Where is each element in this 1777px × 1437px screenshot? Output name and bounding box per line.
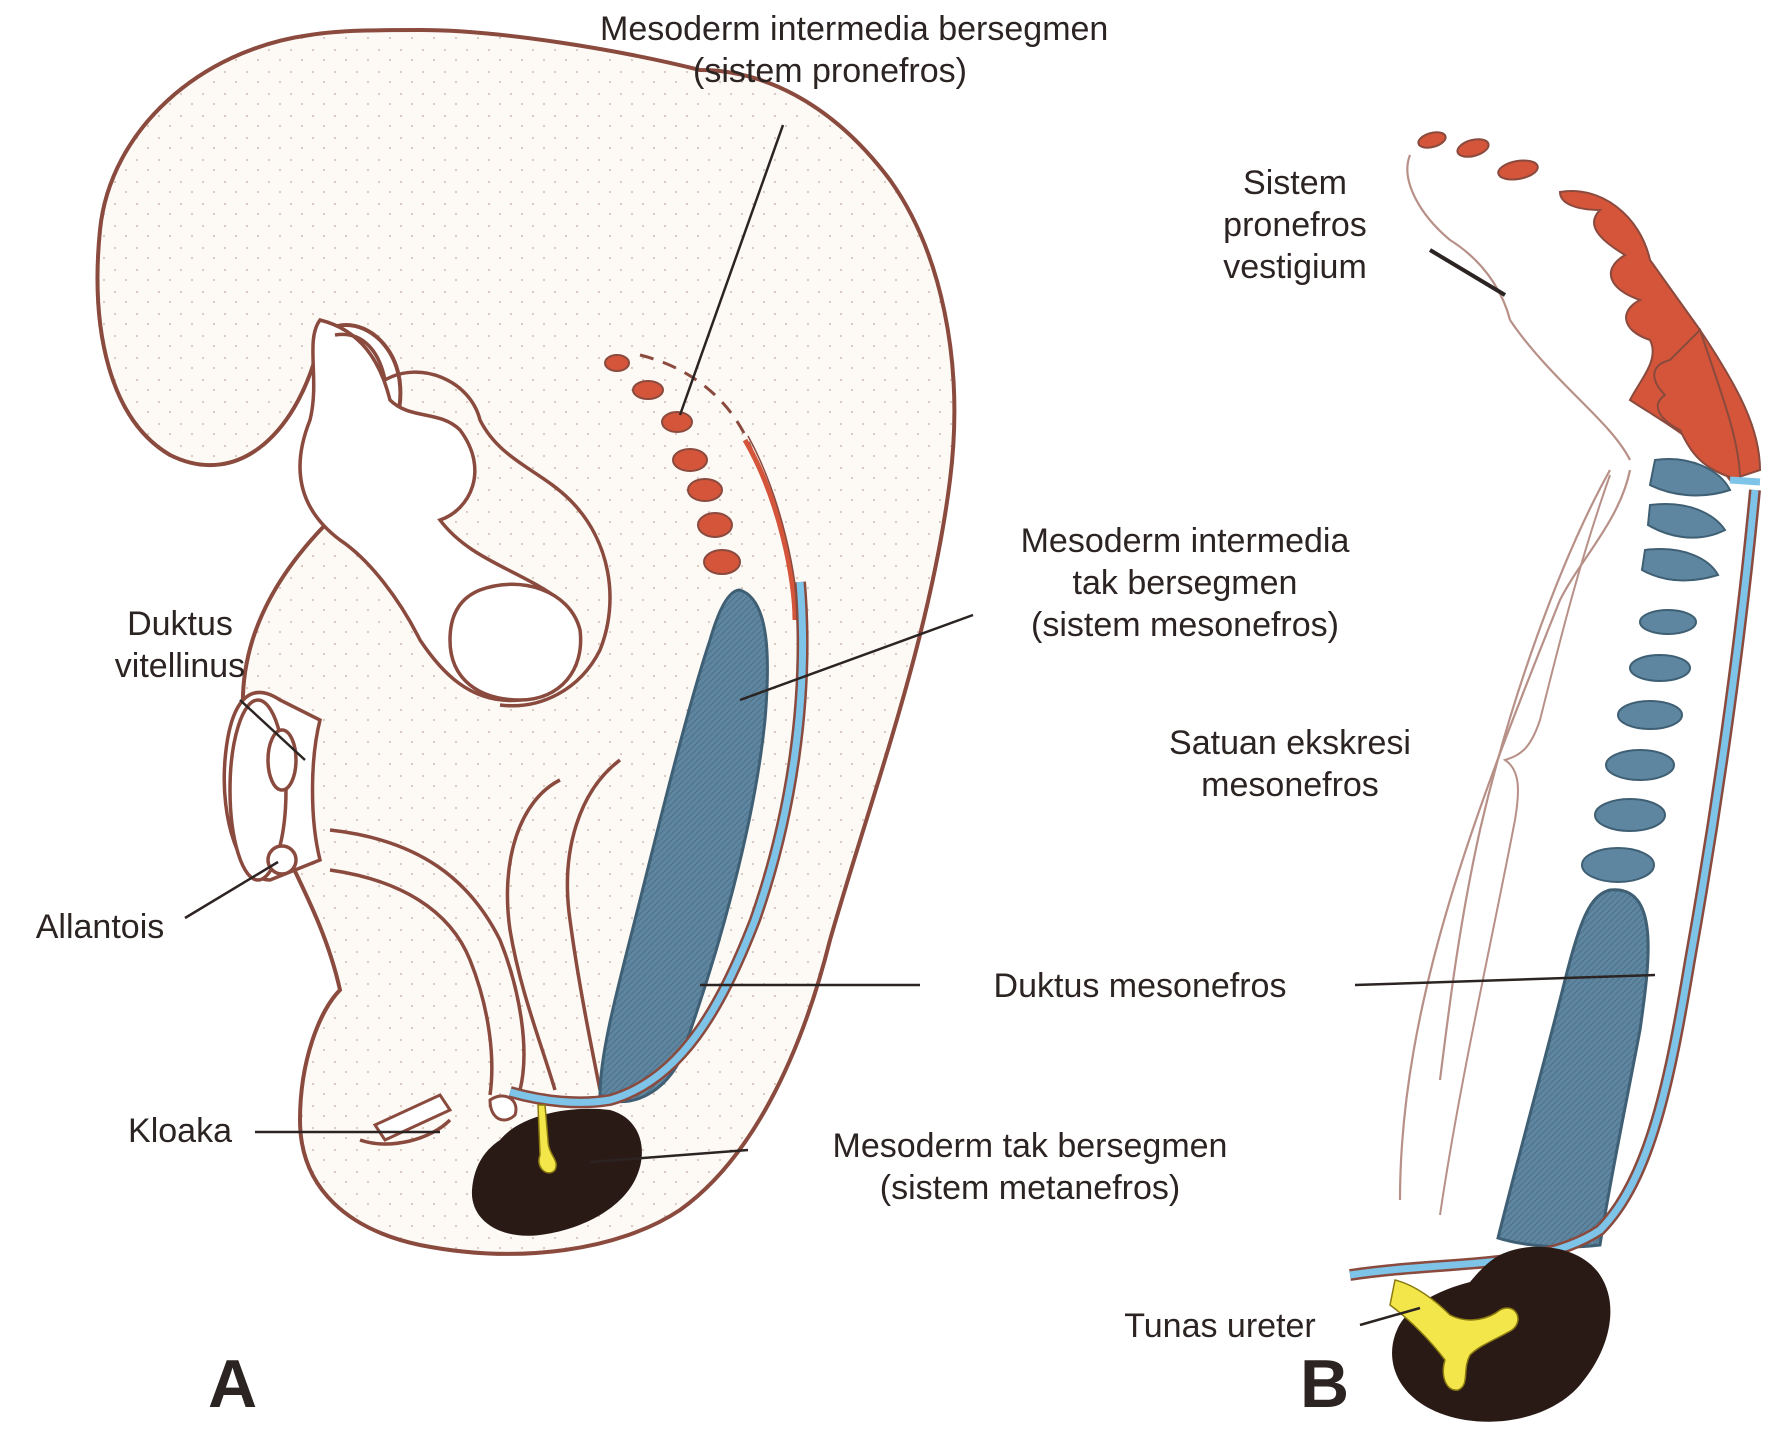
label-kloaka: Kloaka <box>100 1110 260 1152</box>
label-line: (sistem metanefros) <box>800 1167 1260 1209</box>
label-satuan-ekskresi: Satuan ekskresi mesonefros <box>1140 722 1440 806</box>
yolk-stalk <box>224 693 320 881</box>
vestigium-leader-stub <box>1430 250 1505 295</box>
label-duktus-vitellinus: Duktus vitellinus <box>60 603 300 687</box>
label-mesonefros-unsegmented: Mesoderm intermedia tak bersegmen (siste… <box>965 520 1405 646</box>
label-duktus-mesonefros: Duktus mesonefros <box>930 965 1350 1007</box>
label-metanefros: Mesoderm tak bersegmen (sistem metanefro… <box>800 1125 1260 1209</box>
label-line: Mesoderm tak bersegmen <box>800 1125 1260 1167</box>
label-line: Mesoderm intermedia bersegmen <box>600 8 1060 50</box>
label-pronefros-vestigium: Sistem pronefros vestigium <box>1180 162 1410 288</box>
label-line: mesonefros <box>1140 764 1440 806</box>
label-line: Mesoderm intermedia <box>965 520 1405 562</box>
label-pronefros-segmented: Mesoderm intermedia bersegmen (sistem pr… <box>600 8 1060 92</box>
label-line: tak bersegmen <box>965 562 1405 604</box>
label-line: vestigium <box>1180 246 1410 288</box>
label-line: Satuan ekskresi <box>1140 722 1440 764</box>
label-tunas-ureter: Tunas ureter <box>1090 1305 1350 1347</box>
label-line: pronefros <box>1180 204 1410 246</box>
panel-label-b: B <box>1300 1345 1349 1423</box>
label-allantois: Allantois <box>0 906 200 948</box>
label-line: (sistem mesonefros) <box>965 604 1405 646</box>
panel-label-a: A <box>208 1345 257 1423</box>
label-line: vitellinus <box>60 645 300 687</box>
label-line: Duktus <box>60 603 300 645</box>
pronefros-segments-b <box>1417 130 1760 480</box>
label-line: (sistem pronefros) <box>600 50 1060 92</box>
label-line: Sistem <box>1180 162 1410 204</box>
